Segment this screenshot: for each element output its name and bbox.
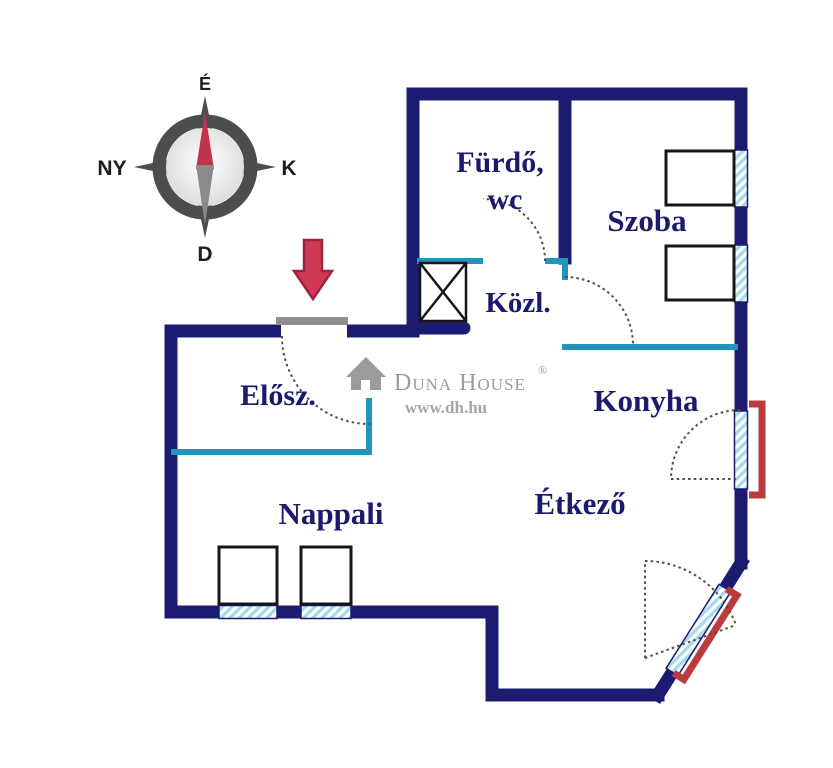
door-arc-terrace — [644, 560, 737, 659]
door-swings — [281, 198, 741, 659]
compass-needle-north — [196, 112, 214, 169]
kitchen-door-frame — [749, 400, 766, 499]
label-kitchen: Konyha — [593, 383, 699, 418]
label-dining: Étkező — [534, 486, 625, 521]
window-terrace-diagonal — [665, 583, 732, 677]
watermark-brand: Duna House — [394, 370, 526, 396]
watermark-url: www.dh.hu — [405, 398, 487, 417]
radiator-living-left — [217, 545, 279, 606]
label-bathroom-line2: wc — [488, 183, 523, 216]
label-living: Nappali — [278, 496, 383, 531]
terrace-door-frame — [671, 586, 742, 685]
compass-north-label: É — [199, 73, 211, 94]
window-room-lower — [733, 244, 749, 303]
compass-east-label: K — [281, 157, 296, 180]
shaft — [418, 261, 468, 323]
watermark-house-icon — [346, 357, 386, 390]
entrance-lintel — [276, 317, 348, 325]
window-kitchen — [733, 410, 749, 490]
compass-rose-icon: É NY K D — [97, 73, 296, 266]
window-room-upper — [733, 149, 749, 208]
compass-south-label: D — [197, 243, 212, 266]
door-arc-bathroom — [482, 198, 546, 262]
window-living-right — [300, 604, 352, 620]
shaft-cross-2 — [419, 262, 467, 322]
watermark-registered-mark: ® — [538, 363, 548, 377]
room-labels: Fürdő, wc Szoba Közl. Elősz. Konyha Étke… — [240, 146, 699, 531]
window-living-left — [218, 604, 278, 620]
compass-west-label: NY — [97, 157, 126, 180]
label-bathroom-line1: Fürdő, — [456, 146, 544, 179]
entrance-arrow-icon — [291, 238, 335, 302]
entrance-door-opening — [281, 323, 347, 339]
label-corridor: Közl. — [485, 287, 550, 319]
door-arc-kitchen — [670, 409, 741, 480]
compass-needle-south — [196, 165, 214, 224]
door-arc-entrance — [281, 335, 371, 425]
door-arc-room — [564, 276, 634, 346]
label-room: Szoba — [607, 203, 687, 238]
radiator-room-upper — [664, 149, 736, 207]
windows — [218, 149, 749, 677]
radiators — [217, 149, 736, 606]
radiator-room-lower — [664, 244, 736, 302]
radiator-living-right — [299, 545, 353, 606]
label-hall: Elősz. — [240, 379, 316, 412]
watermark: Duna House ® www.dh.hu — [346, 357, 548, 417]
